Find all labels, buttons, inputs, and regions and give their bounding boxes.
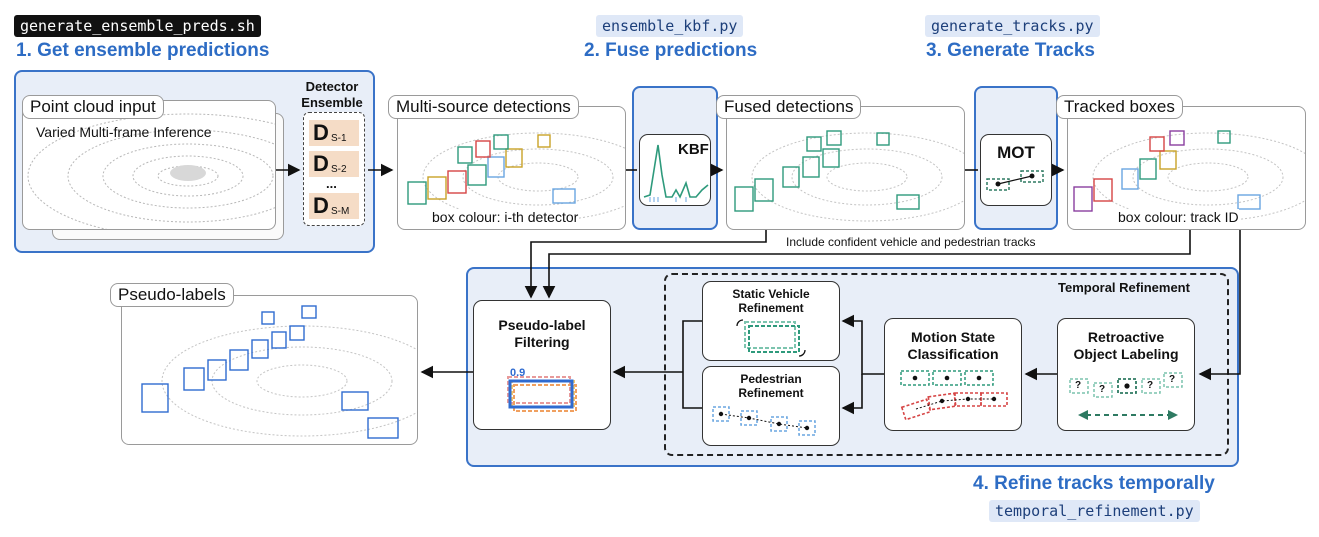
stage-2-title: 2. Fuse predictions — [584, 40, 758, 61]
point-cloud-scan — [27, 113, 275, 229]
mot-card: MOT — [980, 134, 1052, 206]
pedestrian-icon — [712, 406, 816, 436]
arrow-motion-to-pedestrian — [841, 374, 863, 415]
kbf-card: KBF — [639, 134, 711, 206]
tracks-script-label: generate_tracks.py — [925, 15, 1100, 37]
detector-ensemble-title-1: Detector — [305, 79, 359, 94]
multi-source-scan — [407, 132, 625, 222]
kbf-density-curve — [643, 144, 709, 202]
point-cloud-title: Point cloud input — [22, 95, 164, 119]
pseudo-label-filtering-card: Pseudo-label Filtering 0.9 — [473, 300, 611, 430]
filtering-title-2: Filtering — [514, 334, 570, 350]
pseudo-labels-title: Pseudo-labels — [110, 283, 234, 307]
refine-script-label: temporal_refinement.py — [989, 500, 1200, 522]
static-vehicle-title-2: Refinement — [738, 301, 804, 315]
arrow-merge-refinements — [682, 320, 702, 409]
detector-colour-note: box colour: i-th detector — [432, 209, 579, 225]
pseudo-labels-panel — [121, 295, 418, 445]
temporal-refinement-box — [664, 273, 1229, 456]
arrow-fused-to-filtering — [524, 230, 767, 299]
arrow-motion-to-static — [841, 314, 884, 375]
tracked-title: Tracked boxes — [1056, 95, 1183, 119]
point-cloud-panel — [22, 100, 276, 230]
motion-title-1: Motion State — [911, 329, 995, 345]
detector-2-letter: D — [313, 151, 329, 176]
varied-inference-label: Varied Multi-frame Inference — [36, 124, 212, 140]
arrow-tracked-to-retro — [1198, 230, 1241, 381]
detector-1-sub: S-1 — [331, 133, 347, 144]
detector-m-letter: D — [313, 193, 329, 218]
track-colour-note: box colour: track ID — [1118, 209, 1239, 225]
include-tracks-note: Include confident vehicle and pedestrian… — [786, 235, 1036, 249]
pseudo-labels-scan — [141, 305, 417, 439]
retro-q-3: ? — [1147, 380, 1154, 391]
detector-m-sub: S-M — [331, 206, 350, 217]
detector-ensemble-title-2: Ensemble — [301, 95, 363, 110]
multi-source-title: Multi-source detections — [388, 95, 579, 119]
temporal-refinement-title: Temporal Refinement — [1058, 280, 1190, 295]
stage-3-title: 3. Generate Tracks — [926, 40, 1095, 61]
tracked-scan — [1073, 130, 1305, 222]
fuse-script-label: ensemble_kbf.py — [596, 15, 744, 37]
retro-q-4: ? — [1169, 374, 1176, 385]
stage-1-title: 1. Get ensemble predictions — [16, 40, 270, 61]
kbf-label: KBF — [678, 141, 709, 158]
detector-1: D S-1 — [309, 120, 359, 146]
retro-title-1: Retroactive — [1087, 329, 1165, 345]
stage-4-title: 4. Refine tracks temporally — [973, 473, 1215, 494]
retroactive-labeling-card: Retroactive Object Labeling ? ? ? ? — [1057, 318, 1195, 431]
motion-state-icon — [900, 370, 1008, 421]
fused-scan — [734, 130, 964, 222]
static-vehicle-icon — [736, 319, 806, 357]
retroactive-icon — [1069, 372, 1183, 420]
detector-1-letter: D — [313, 120, 329, 145]
pedestrian-card: Pedestrian Refinement — [702, 366, 840, 446]
detector-2-sub: S-2 — [331, 164, 347, 175]
detector-m: D S-M — [309, 193, 359, 219]
ensemble-script-label: generate_ensemble_preds.sh — [14, 15, 261, 37]
static-vehicle-title-1: Static Vehicle — [732, 287, 810, 301]
detector-dots: ... — [326, 176, 337, 191]
mot-track-icon — [986, 170, 1044, 191]
retro-q-2: ? — [1099, 384, 1106, 395]
fused-panel — [726, 106, 965, 230]
filtering-title-1: Pseudo-label — [498, 317, 586, 333]
retro-title-2: Object Labeling — [1073, 346, 1179, 362]
arrow-tracked-to-filtering — [542, 230, 1191, 299]
fused-title: Fused detections — [716, 95, 862, 119]
pedestrian-title-1: Pedestrian — [740, 372, 802, 386]
filtering-boxes-icon — [507, 376, 577, 412]
retro-q-1: ? — [1075, 380, 1082, 391]
motion-state-card: Motion State Classification — [884, 318, 1022, 431]
detector-2: D S-2 — [309, 151, 359, 177]
mot-label: MOT — [997, 143, 1035, 162]
static-vehicle-card: Static Vehicle Refinement — [702, 281, 840, 361]
motion-title-2: Classification — [907, 346, 999, 362]
pedestrian-title-2: Refinement — [738, 386, 804, 400]
filtering-score: 0.9 — [510, 367, 526, 379]
